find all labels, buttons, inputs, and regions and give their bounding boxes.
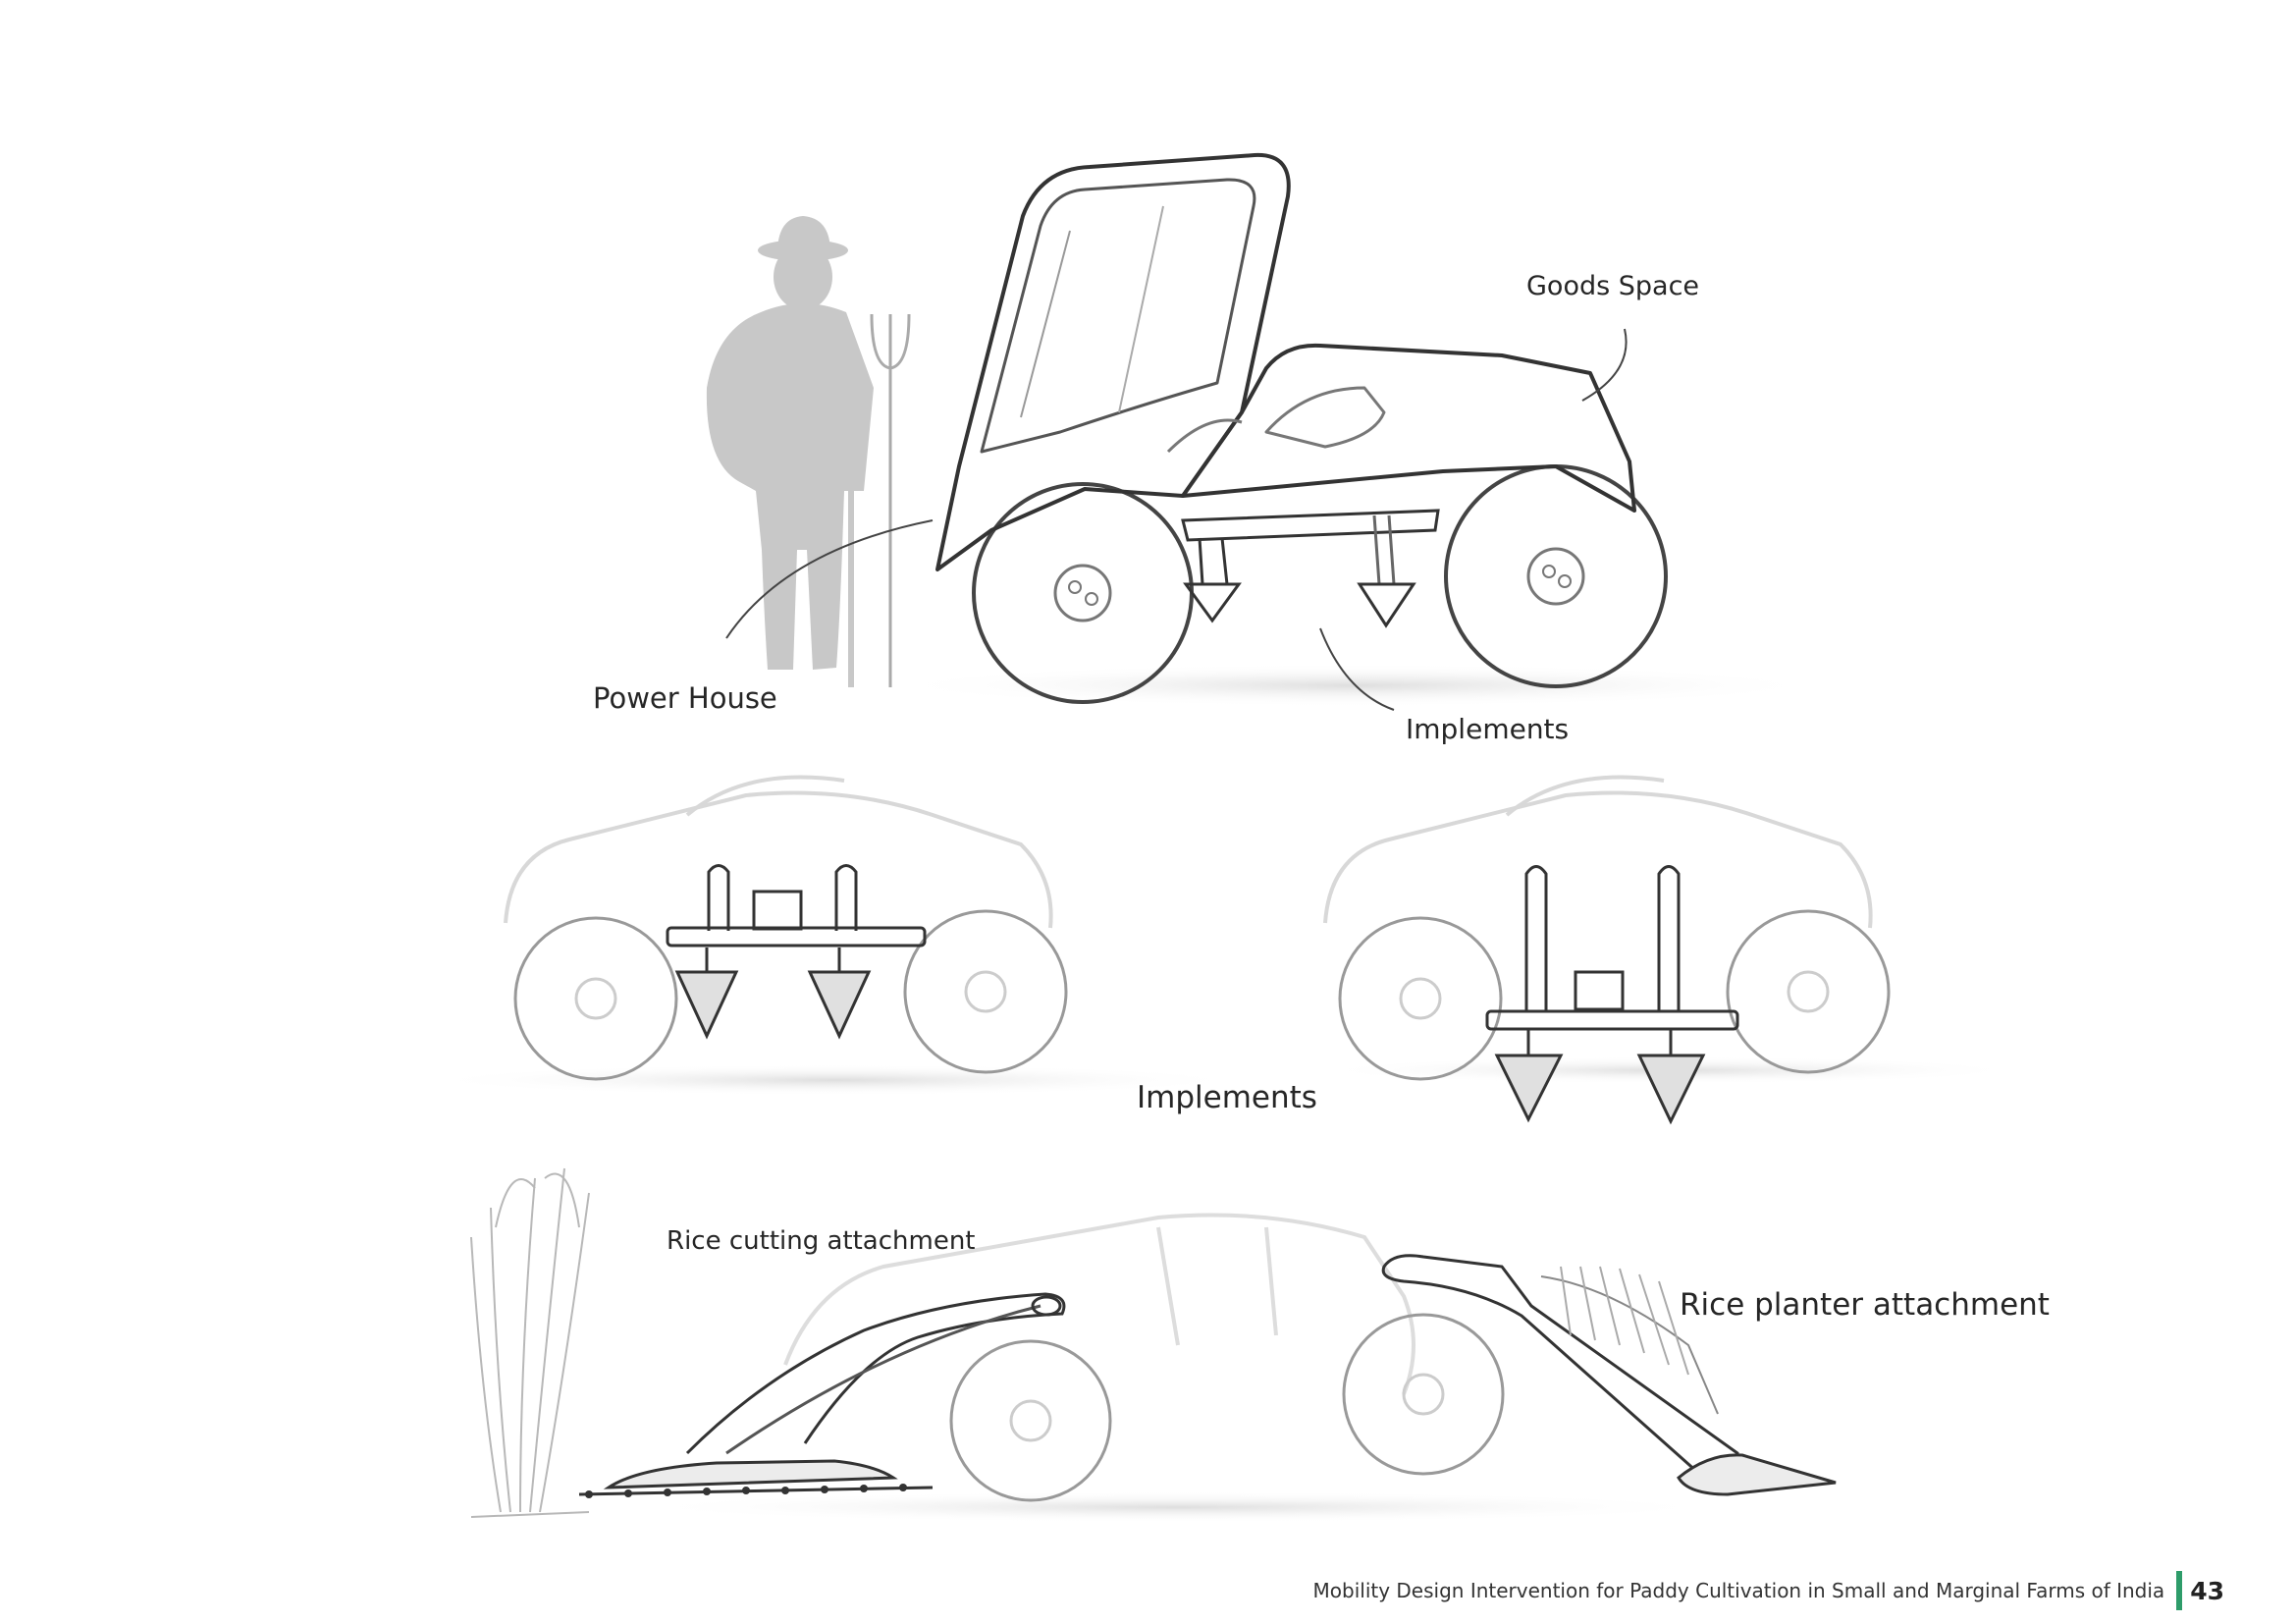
implements-label-top: Implements: [1406, 713, 1570, 745]
farmer-silhouette: [706, 216, 874, 687]
goods-body: [1166, 343, 1636, 513]
rice-planter-label: Rice planter attachment: [1680, 1287, 2050, 1323]
goods-space-label: Goods Space: [1526, 271, 1700, 301]
implements-view-left: [422, 775, 1247, 1096]
footer-title: Mobility Design Intervention for Paddy C…: [1312, 1579, 2165, 1602]
pitchfork: [870, 313, 911, 687]
implement-bar: [1181, 509, 1440, 628]
rice-cutting-label: Rice cutting attachment: [667, 1226, 976, 1256]
rice-planter-arm: [1381, 1254, 1837, 1496]
attachments-view: [470, 1167, 1837, 1523]
page-footer: Mobility Design Intervention for Paddy C…: [1313, 1571, 2224, 1610]
rice-plant-sketch: [470, 1167, 590, 1518]
vehicle-cabin: [935, 152, 1291, 571]
footer-accent-bar: [2176, 1571, 2183, 1610]
rice-cutting-arm: [578, 1292, 1066, 1498]
leader-lines: [725, 328, 1628, 711]
implements-view-right: [1315, 775, 2022, 1125]
main-vehicle-sketch: [706, 152, 1826, 711]
implements-label-mid: Implements: [1137, 1080, 1317, 1115]
power-house-label: Power House: [593, 681, 777, 715]
page-number: 43: [2190, 1576, 2224, 1605]
